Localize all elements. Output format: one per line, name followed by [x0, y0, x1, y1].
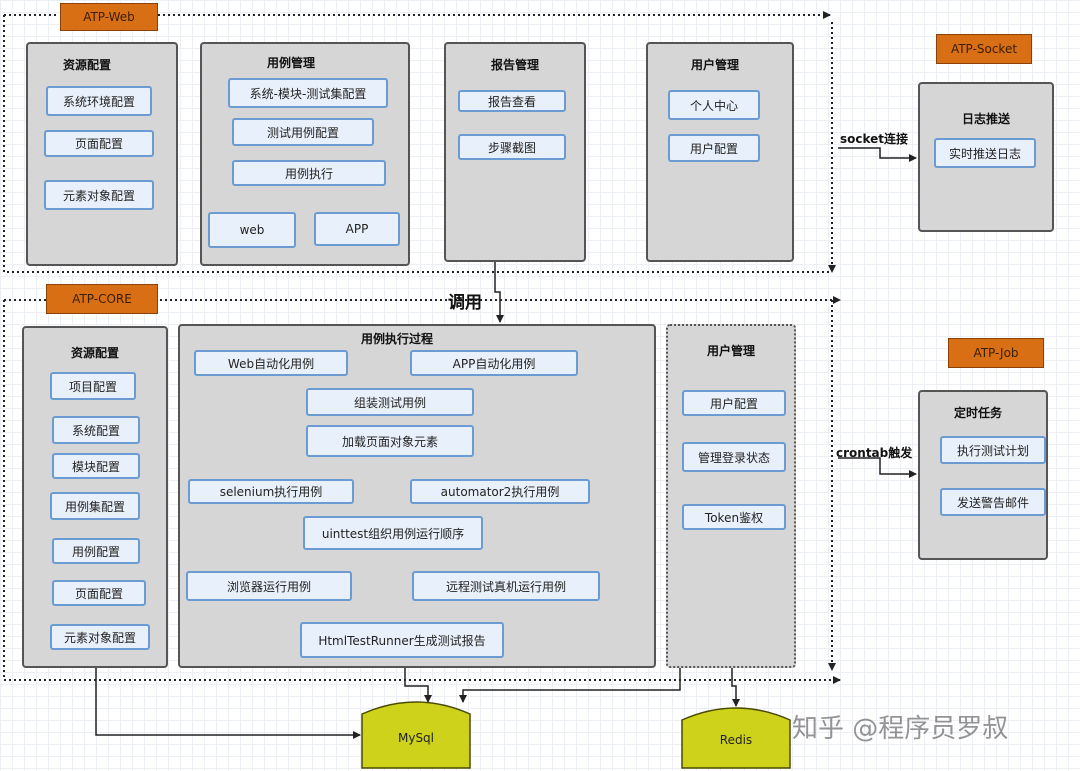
web-case-item[interactable]: 系统-模块-测试集配置: [228, 78, 388, 108]
process-browser[interactable]: 浏览器运行用例: [186, 571, 352, 601]
process-app-case[interactable]: APP自动化用例: [410, 350, 578, 376]
core-process-title: 用例执行过程: [360, 332, 433, 346]
job-item[interactable]: 发送警告邮件: [940, 488, 1046, 516]
web-report-item[interactable]: 报告查看: [458, 90, 566, 112]
socket-link-label: socket连接: [840, 132, 909, 146]
socket-item[interactable]: 实时推送日志: [934, 138, 1036, 168]
web-case-item[interactable]: 测试用例配置: [232, 118, 374, 146]
core-user-item[interactable]: 用户配置: [682, 390, 786, 416]
web-resource-item[interactable]: 页面配置: [44, 130, 154, 157]
core-user-title: 用户管理: [706, 344, 755, 358]
core-resource-item[interactable]: 用例配置: [52, 538, 140, 564]
core-resource-item[interactable]: 系统配置: [52, 416, 140, 444]
web-user-item[interactable]: 用户配置: [668, 134, 760, 162]
core-user-item[interactable]: 管理登录状态: [682, 442, 786, 472]
web-resource-item[interactable]: 元素对象配置: [44, 180, 154, 210]
web-resource-title: 资源配置: [62, 58, 111, 72]
core-resource-item[interactable]: 页面配置: [52, 580, 146, 606]
mysql-label: MySql: [397, 731, 435, 745]
process-web-case[interactable]: Web自动化用例: [194, 350, 348, 376]
web-case-title: 用例管理: [266, 56, 315, 70]
socket-title: 日志推送: [961, 112, 1010, 126]
process-assemble[interactable]: 组装测试用例: [306, 388, 474, 416]
web-case-target-web[interactable]: web: [208, 212, 296, 248]
job-item[interactable]: 执行测试计划: [940, 436, 1046, 464]
process-unittest[interactable]: uinttest组织用例运行顺序: [303, 516, 483, 550]
redis-db-shape: [681, 707, 791, 769]
core-resource-title: 资源配置: [70, 346, 119, 360]
redis-label: Redis: [719, 733, 753, 747]
process-remote[interactable]: 远程测试真机运行用例: [412, 571, 600, 601]
web-case-target-app[interactable]: APP: [314, 212, 400, 246]
web-case-item[interactable]: 用例执行: [232, 160, 386, 186]
mysql-db-shape: [361, 701, 471, 769]
web-user-item[interactable]: 个人中心: [668, 90, 760, 120]
atp-job-tag: ATP-Job: [948, 338, 1044, 368]
crontab-link-label: crontab触发: [836, 446, 913, 460]
core-user-item[interactable]: Token鉴权: [682, 504, 786, 530]
process-report[interactable]: HtmlTestRunner生成测试报告: [300, 622, 504, 658]
process-load[interactable]: 加载页面对象元素: [306, 425, 474, 457]
core-user-group: 用户管理: [666, 324, 796, 668]
core-resource-item[interactable]: 项目配置: [50, 372, 136, 400]
web-report-title: 报告管理: [490, 58, 539, 72]
core-resource-item[interactable]: 用例集配置: [50, 492, 140, 520]
web-report-item[interactable]: 步骤截图: [458, 134, 566, 160]
atp-socket-tag: ATP-Socket: [936, 34, 1032, 64]
atp-web-tag: ATP-Web: [60, 3, 158, 31]
process-selenium[interactable]: selenium执行用例: [188, 479, 354, 504]
web-resource-item[interactable]: 系统环境配置: [46, 86, 152, 116]
watermark-text: 知乎 @程序员罗叔: [792, 714, 1009, 744]
job-title: 定时任务: [953, 406, 1002, 420]
process-automator[interactable]: automator2执行用例: [410, 479, 590, 504]
job-group: 定时任务: [918, 390, 1048, 560]
core-resource-item[interactable]: 元素对象配置: [50, 624, 150, 650]
call-label: 调用: [448, 293, 482, 313]
web-user-title: 用户管理: [690, 58, 739, 72]
core-resource-item[interactable]: 模块配置: [52, 453, 140, 479]
atp-core-tag: ATP-CORE: [46, 284, 158, 314]
